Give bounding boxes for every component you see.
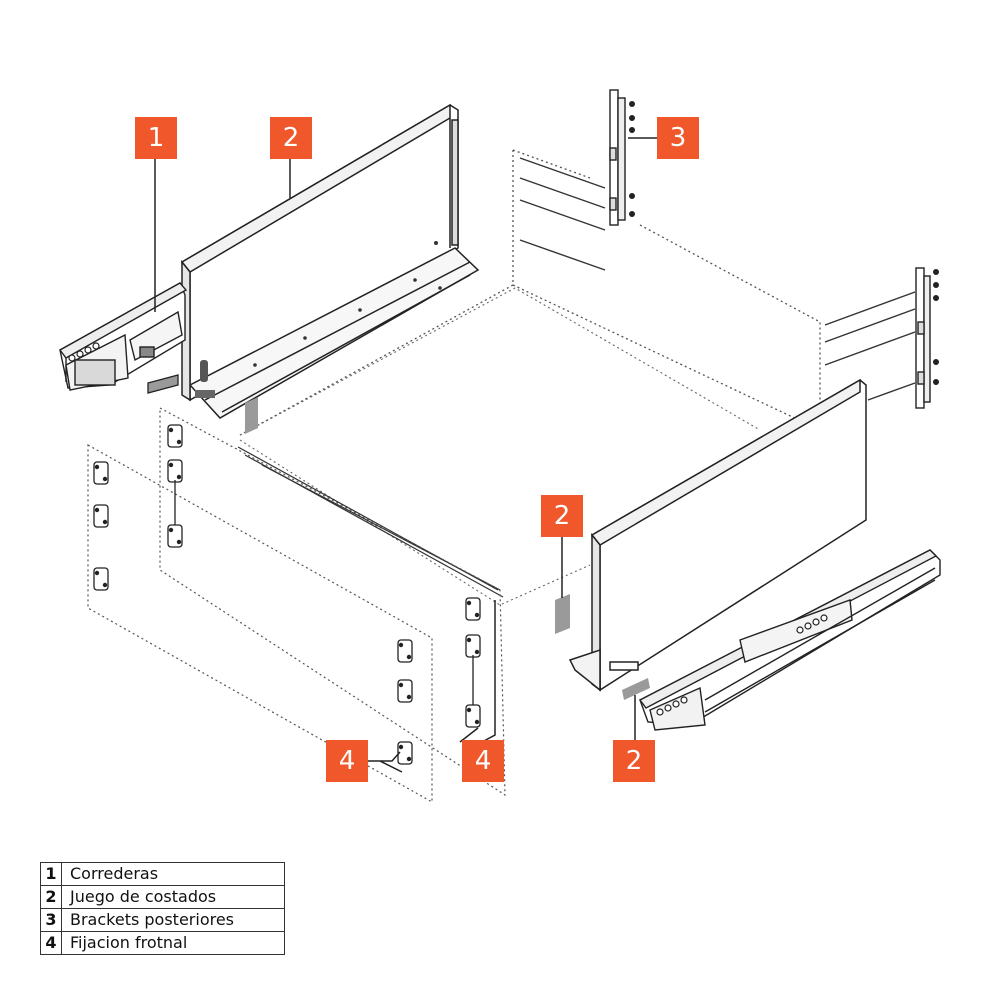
legend-row: 4 Fijacion frotnal [40,931,285,955]
left-side-panel [180,103,480,419]
legend-row: 3 Brackets posteriores [40,908,285,932]
left-slide-clip [147,374,179,394]
legend-table: 1 Correderas 2 Juego de costados 3 Brack… [40,862,285,955]
rear-bracket-lower [915,267,931,409]
callout-side-right-upper-label: 2 [554,501,571,531]
cabinet-rails [519,157,916,401]
leader-lines [154,137,657,773]
left-side-panel-holes [195,241,442,398]
legend-label: Brackets posteriores [61,908,285,932]
drawer-bottom-rear-rail [237,446,504,598]
front-panel-outer [87,443,433,804]
callout-side-right-upper: 2 [541,495,583,537]
left-panel-insert [245,397,258,434]
rear-bracket-upper-screws [629,101,635,217]
callout-rear-brackets-label: 3 [670,123,687,153]
front-fixings [93,424,481,765]
callout-rear-brackets: 3 [657,117,699,159]
callout-slides: 1 [135,117,177,159]
legend-number: 3 [40,908,62,932]
callout-front-right-label: 4 [475,746,492,776]
callout-front-left: 4 [326,740,368,782]
legend-number: 2 [40,885,62,909]
right-panel-insert-upper [555,594,570,634]
legend-label: Fijacion frotnal [61,931,285,955]
right-slide [638,549,941,731]
callout-front-right: 4 [462,740,504,782]
callout-side-right-lower-label: 2 [626,746,643,776]
legend-row: 1 Correderas [40,862,285,886]
drawer-bottom-outline [239,287,761,606]
right-panel-insert-lower [622,678,650,700]
front-fixing-nubs [94,427,480,762]
left-slide [58,282,188,391]
legend-label: Correderas [61,862,285,886]
callout-front-left-label: 4 [339,746,356,776]
left-slide-holes [68,342,100,362]
legend-number: 1 [40,862,62,886]
callout-side-left: 2 [270,117,312,159]
rear-bracket-lower-screws [933,269,939,385]
right-slide-holes [656,614,828,716]
legend-row: 2 Juego de costados [40,885,285,909]
right-side-panel [568,378,867,692]
legend-label: Juego de costados [61,885,285,909]
callout-side-right-lower: 2 [613,740,655,782]
front-panel-inner [159,406,506,797]
callout-slides-label: 1 [148,123,165,153]
callout-side-left-label: 2 [283,123,300,153]
legend-number: 4 [40,931,62,955]
rear-bracket-upper [609,89,626,226]
